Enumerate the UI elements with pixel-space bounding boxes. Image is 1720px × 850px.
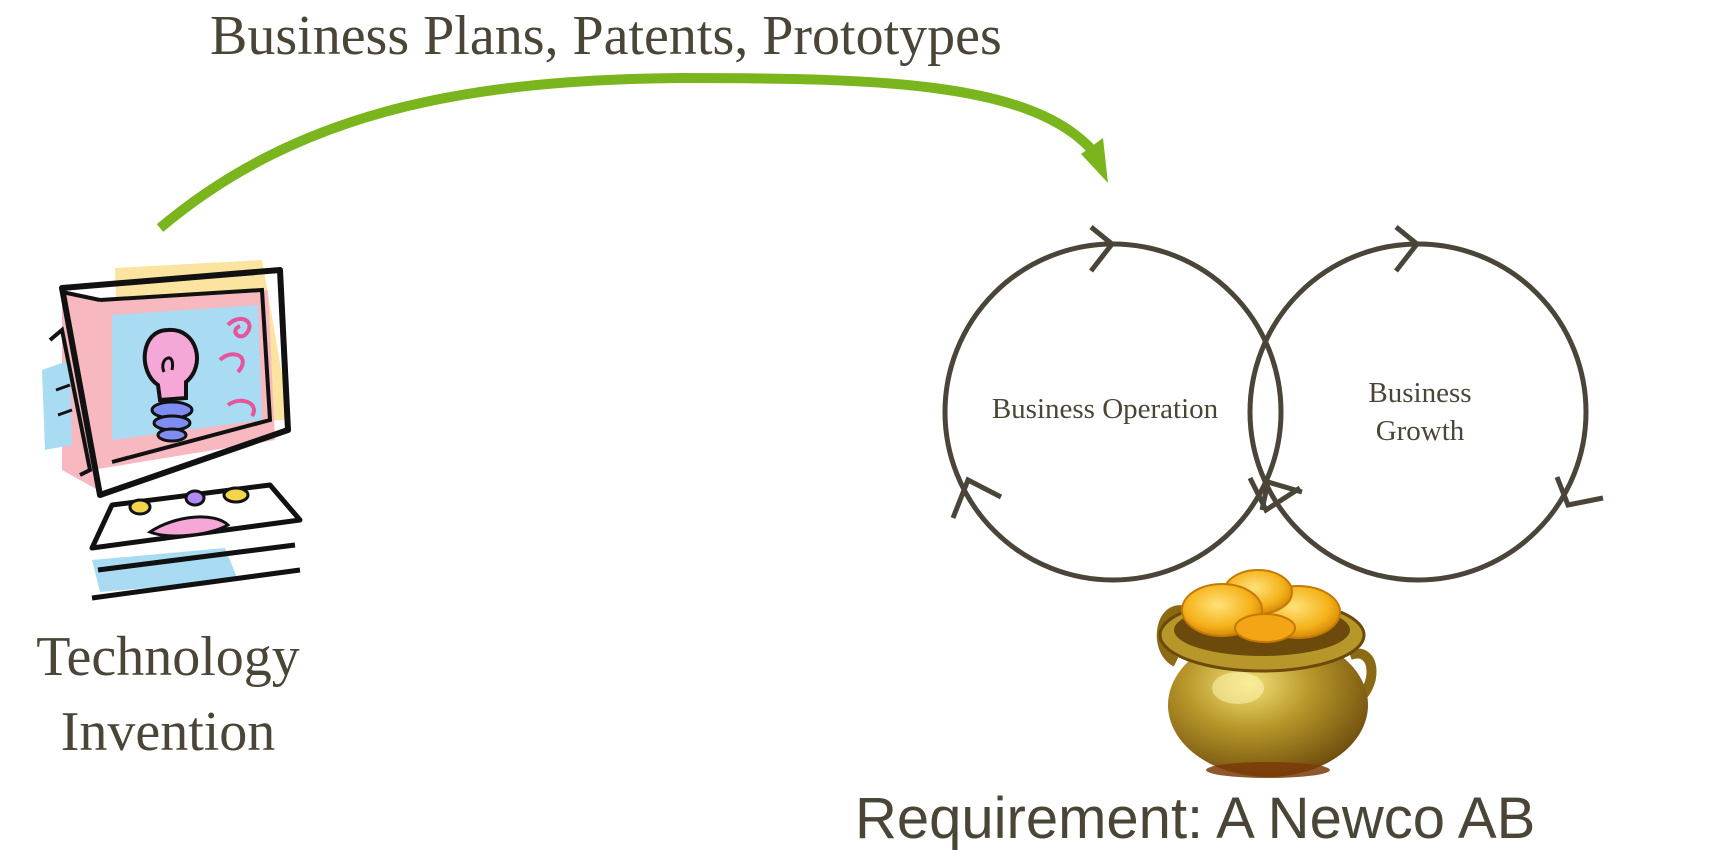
requirement-label: Requirement: A Newco AB	[855, 786, 1535, 850]
growth-label-line1: Business	[1368, 377, 1471, 409]
pot-of-gold-icon	[1156, 569, 1377, 778]
flow-arrow	[156, 72, 1108, 232]
invention-label-line1: Technology	[36, 626, 300, 688]
business-operation-cycle	[942, 225, 1302, 583]
invention-label-line2: Invention	[61, 701, 276, 763]
top-label: Business Plans, Patents, Prototypes	[210, 5, 1002, 67]
business-growth-cycle	[1247, 225, 1604, 583]
computer-lightbulb-icon	[42, 260, 303, 601]
operation-label: Business Operation	[992, 393, 1219, 425]
growth-label-line2: Growth	[1376, 415, 1465, 447]
